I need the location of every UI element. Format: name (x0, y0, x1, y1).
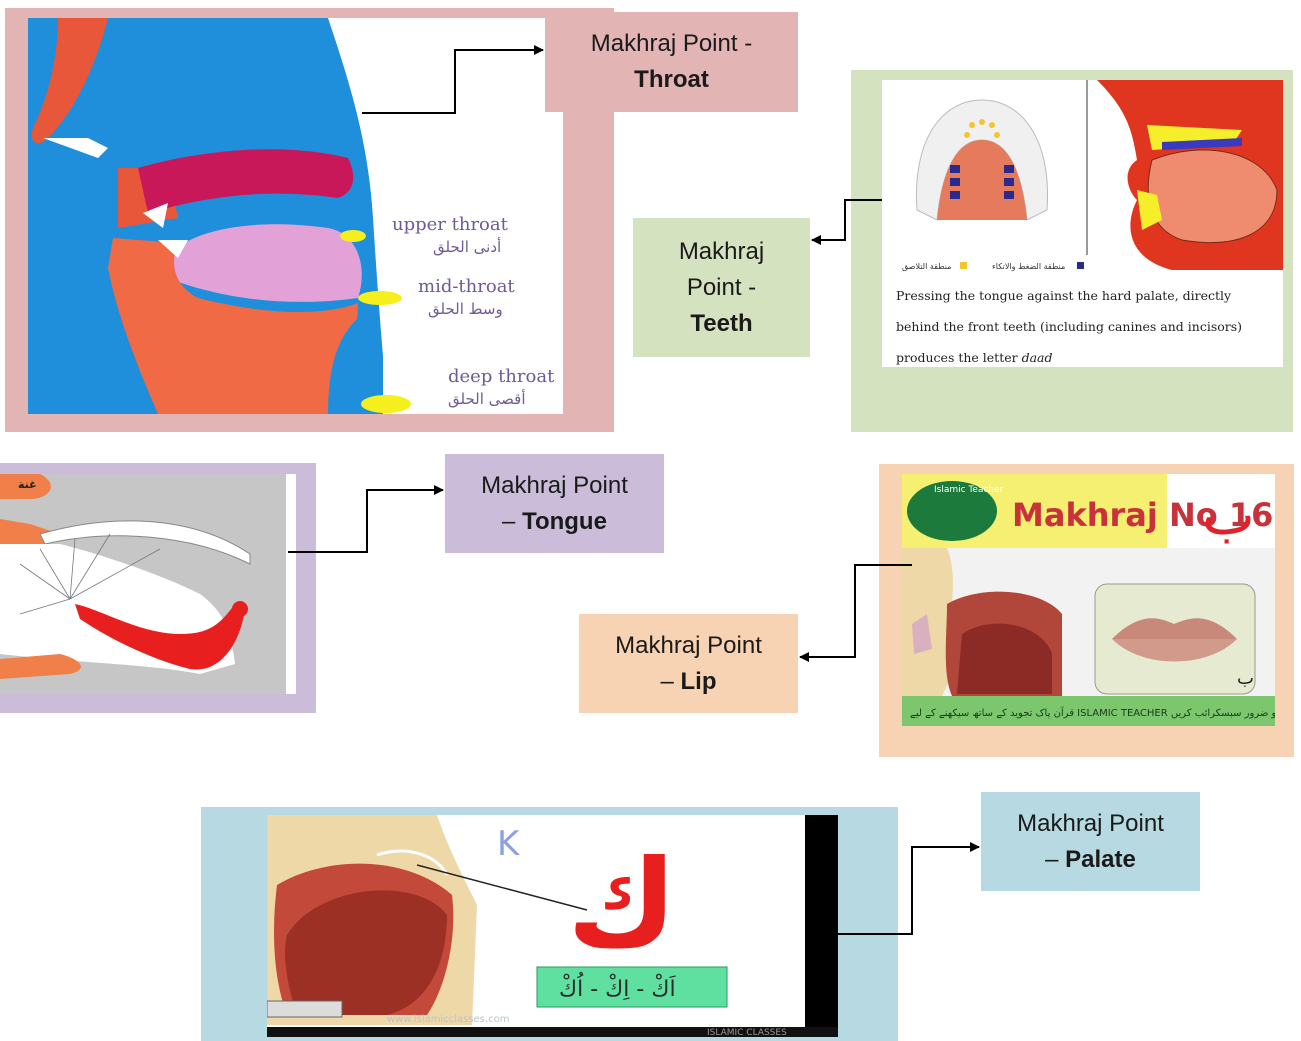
throat-arrow (362, 50, 543, 113)
palate-arrow (838, 847, 979, 934)
lip-arrow (800, 565, 912, 657)
teeth-arrow (812, 200, 882, 240)
tongue-arrow (288, 490, 443, 552)
